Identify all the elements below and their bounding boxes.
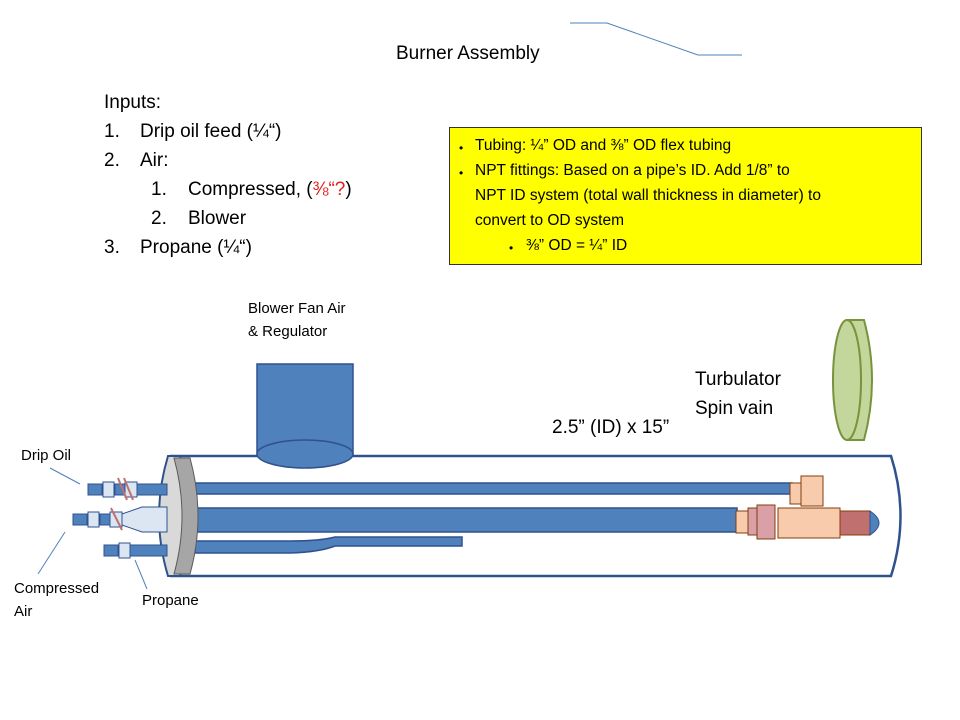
compressed-air-tube — [194, 507, 738, 533]
label-compressed-air-line2: Air — [14, 603, 33, 620]
compressed-size-uncertain: ⅜“? — [312, 179, 346, 200]
input-item-text: Compressed, (⅜“?) — [188, 175, 352, 204]
drip-oil-clamp-2 — [123, 477, 134, 501]
air-clamp — [110, 507, 123, 531]
label-turbulator-line2: Spin vain — [695, 398, 774, 419]
label-turbulator-line1: Turbulator — [695, 369, 781, 390]
input-subitem-blower: 2. Blower — [151, 204, 246, 233]
inputs-heading: Inputs: — [104, 92, 162, 113]
drip-oil-leader — [49, 467, 81, 485]
input-item-text: Drip oil feed (¼“) — [140, 121, 282, 142]
drip-oil-fitting-5 — [136, 483, 168, 496]
input-item-number: 2. — [104, 150, 120, 171]
label-tube-dimension: 2.5” (ID) x 15” — [552, 417, 670, 438]
note-line-tubing: Tubing: ¼” OD and ⅜” OD flex tubing — [475, 137, 732, 154]
note-line-npt-2: NPT ID system (total wall thickness in d… — [475, 187, 821, 204]
label-drip-oil: Drip Oil — [21, 447, 72, 464]
air-fitting-2 — [87, 511, 100, 528]
bullet-icon: • — [509, 241, 514, 255]
input-item-number: 1. — [104, 121, 120, 142]
label-compressed-air-line1: Compressed — [14, 580, 100, 597]
bullet-icon: • — [459, 166, 464, 180]
air-end-fitting-1 — [735, 510, 749, 534]
propane-fitting-2 — [118, 542, 131, 559]
input-item-text: Propane (¼“) — [140, 237, 252, 258]
flange-ring — [173, 457, 199, 575]
air-end-nozzle — [839, 510, 871, 536]
compressed-text-close: ) — [345, 179, 352, 200]
nozzle-tip — [869, 510, 880, 536]
air-end-coupler — [777, 507, 841, 539]
blower-housing-bottom — [256, 439, 354, 469]
input-item-text: Air: — [140, 150, 169, 171]
drip-oil-end-fitting — [789, 482, 803, 505]
input-item-number: 2. — [151, 208, 167, 229]
air-fitting-3 — [99, 513, 111, 526]
input-item-drip-oil: 1. Drip oil feed (¼“) — [104, 117, 282, 146]
input-subitem-compressed: 1. Compressed, (⅜“?) — [151, 175, 352, 204]
label-blower-line2: & Regulator — [248, 323, 328, 340]
compressed-air-leader — [37, 531, 66, 575]
air-reducer — [121, 506, 168, 533]
air-fitting-1 — [72, 513, 88, 526]
note-line-npt-1: NPT fittings: Based on a pipe’s ID. Add … — [475, 162, 790, 179]
diagram-title: Burner Assembly — [396, 43, 540, 64]
air-end-fitting-3 — [756, 504, 776, 540]
input-item-number: 3. — [104, 237, 120, 258]
label-blower-line1: Blower Fan Air — [248, 300, 346, 317]
drip-oil-tube — [194, 482, 793, 495]
propane-fitting-3 — [129, 544, 168, 557]
input-item-air: 2. Air: — [104, 146, 169, 175]
propane-leader — [134, 559, 148, 590]
propane-tube — [194, 536, 463, 554]
drip-oil-clamp-1 — [117, 477, 128, 501]
input-item-number: 1. — [151, 179, 167, 200]
compressed-text: Compressed, ( — [188, 179, 313, 200]
input-item-text: Blower — [188, 208, 247, 229]
note-line-npt-3: convert to OD system — [475, 212, 625, 229]
burner-tube-outline — [170, 454, 902, 578]
drip-oil-elbow — [800, 475, 824, 507]
propane-fitting-1 — [103, 544, 119, 557]
input-item-propane: 3. Propane (¼“) — [104, 233, 252, 262]
drip-oil-fitting-2 — [102, 481, 115, 498]
label-propane: Propane — [142, 592, 199, 609]
bullet-icon: • — [459, 141, 464, 155]
turbulator-face — [832, 319, 862, 441]
note-line-conversion: ⅜” OD = ¼” ID — [526, 237, 628, 254]
fittings-note-box: • Tubing: ¼” OD and ⅜” OD flex tubing • … — [449, 127, 922, 265]
top-decorative-line — [570, 22, 742, 56]
blower-housing — [256, 363, 354, 455]
drip-oil-fitting-1 — [87, 483, 103, 496]
